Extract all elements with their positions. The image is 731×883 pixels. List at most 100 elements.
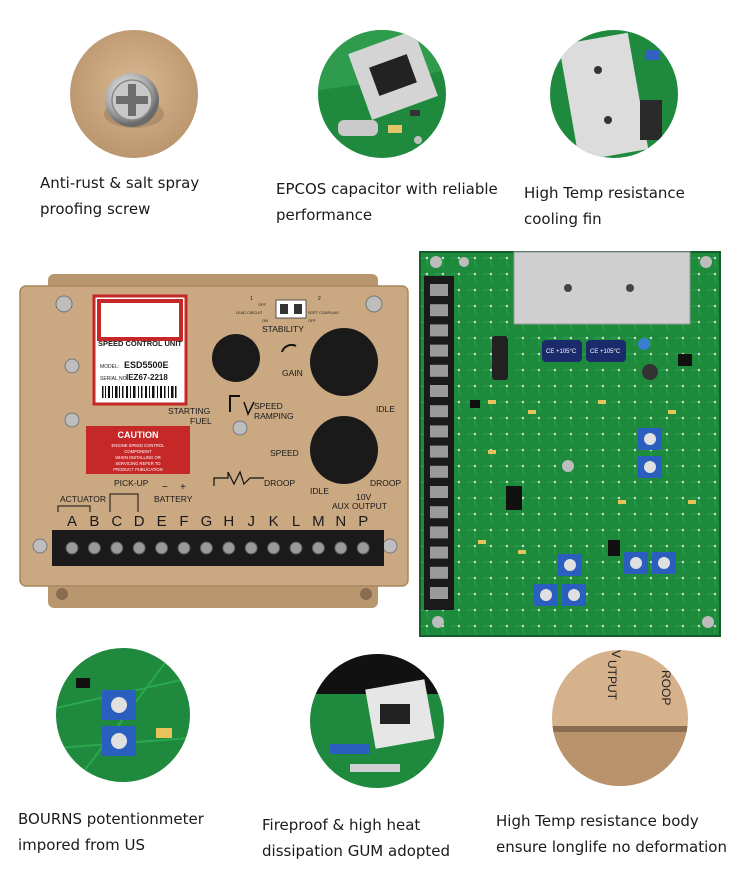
switch-off-label-2: OFF <box>308 318 317 323</box>
caption-line: EPCOS capacitor with reliable <box>276 180 498 198</box>
speed-ramping-label-2: RAMPING <box>254 411 294 421</box>
caution-title: CAUTION <box>118 430 159 440</box>
minus-label: − <box>162 482 168 493</box>
terminal-letter: E <box>157 513 167 530</box>
body-closeup-photo: ROOP UTPUT V <box>552 650 688 786</box>
circuit-board-photo: CE +105°C CE +105°C <box>418 250 724 638</box>
model-prefix: MODEL: <box>100 364 119 370</box>
speed-idle-droop-knob <box>310 416 378 484</box>
board-terminal-screw <box>430 486 448 498</box>
screw-closeup-photo <box>70 30 198 158</box>
gain-label: GAIN <box>282 368 303 378</box>
capacitor-label: CE +105°C <box>590 349 621 355</box>
body-text-1: ROOP <box>659 670 673 705</box>
board-terminal-screw <box>430 566 448 579</box>
terminal-screw <box>222 541 236 555</box>
caption-line: Fireproof & high heat <box>262 816 421 834</box>
terminal-screw <box>177 541 191 555</box>
board-terminal-screw <box>430 344 448 357</box>
cooling-fin-closeup-photo <box>550 30 678 158</box>
caption-line: ensure longlife no deformation <box>496 838 727 856</box>
idle-label: IDLE <box>376 404 395 414</box>
starting-fuel-knob <box>212 334 260 382</box>
heat-gum-closeup-photo <box>310 654 444 788</box>
fuel-label: FUEL <box>190 416 212 426</box>
board-terminal-screw <box>430 324 448 337</box>
terminal-screw <box>356 541 370 555</box>
feature-caption-body: High Temp resistance body ensure longlif… <box>496 808 727 860</box>
terminal-screw <box>65 541 79 555</box>
serial-value: IEZ67-2218 <box>126 373 168 382</box>
terminal-letter: H <box>223 513 234 530</box>
droop-terminal-label: DROOP <box>264 478 296 488</box>
board-terminal-screw <box>430 425 448 438</box>
board-terminal-screw <box>430 405 448 418</box>
terminal-letter: C <box>111 513 122 530</box>
terminal-letter: A <box>67 513 77 530</box>
speed-ramping-label-1: SPEED <box>254 401 283 411</box>
terminal-screw <box>155 541 169 555</box>
pickup-label: PICK-UP <box>114 478 149 488</box>
speed-control-unit-front-photo: SPEED CONTROL UNIT MODEL: ESD5500E SERIA… <box>14 272 414 612</box>
dip-switch-block: 1 OFF LEAD CIRCUIT ON 2 SOFT COUPLING OF… <box>236 296 339 323</box>
terminal-letter: N <box>335 513 346 530</box>
speed-label: SPEED <box>270 448 299 458</box>
terminal-screw <box>110 541 124 555</box>
potentiometer <box>534 428 676 606</box>
feature-caption-cooling-fin: High Temp resistance cooling fin <box>524 180 685 232</box>
feature-caption-heat-gum: Fireproof & high heat dissipation GUM ad… <box>262 812 450 864</box>
body-text-2: UTPUT <box>605 660 619 701</box>
idle-terminal-label: IDLE <box>310 486 329 496</box>
board-terminal-screw <box>430 445 448 458</box>
terminal-letter: P <box>358 513 368 530</box>
board-terminal-screw <box>430 364 448 377</box>
switch-off-label: OFF <box>258 302 267 307</box>
label-title: SPEED CONTROL UNIT <box>98 339 182 348</box>
caption-line: High Temp resistance <box>524 184 685 202</box>
terminal-letter: K <box>269 513 279 530</box>
caption-line: dissipation GUM adopted <box>262 842 451 860</box>
board-terminal-screw <box>430 465 448 478</box>
gain-stability-knob <box>310 328 378 396</box>
terminal-letter: G <box>201 513 213 530</box>
board-terminal-screw <box>430 526 448 539</box>
caution-line: PRODUCT PUBLICATION <box>113 467 162 472</box>
model-value: ESD5500E <box>124 360 169 370</box>
body-text-3: V <box>609 650 623 658</box>
caption-line: High Temp resistance body <box>496 812 699 830</box>
board-terminal-screw <box>430 385 448 397</box>
board-terminal-screw <box>430 304 448 317</box>
barcode <box>100 385 180 399</box>
aux-label: AUX <box>332 501 350 511</box>
caption-line: BOURNS potentionmeter <box>18 810 204 828</box>
terminal-screw <box>199 541 213 555</box>
caption-line: cooling fin <box>524 210 602 228</box>
switch-number-1: 1 <box>250 296 253 302</box>
droop-label: DROOP <box>370 478 402 488</box>
capacitor-closeup-photo <box>318 30 446 158</box>
terminal-letter: D <box>134 513 145 530</box>
board-terminal-screw <box>430 284 448 296</box>
caution-line: ENGINE SPEED CONTROL <box>111 443 165 448</box>
stability-label: STABILITY <box>262 324 304 334</box>
potentiometer-closeup-photo <box>56 648 190 782</box>
starting-label: STARTING <box>168 406 210 416</box>
lead-circuit-label: LEAD CIRCUIT <box>236 311 263 315</box>
terminal-screw <box>289 541 303 555</box>
switch-number-2: 2 <box>318 296 321 302</box>
actuator-label: ACTUATOR <box>60 494 106 504</box>
board-terminal-screw <box>430 506 448 519</box>
serial-prefix: SERIAL NO: <box>100 376 128 382</box>
terminal-screw <box>244 541 258 555</box>
terminal-letter: L <box>292 513 300 530</box>
switch-on-label: ON <box>262 318 268 323</box>
terminal-letter: J <box>247 513 255 530</box>
terminal-screw <box>132 541 146 555</box>
terminal-letter: B <box>89 513 99 530</box>
capacitor-label: CE +105°C <box>546 349 577 355</box>
caution-line: WHEN INSTALLING OR <box>115 455 161 460</box>
caption-line: proofing screw <box>40 200 151 218</box>
board-terminal-screw <box>430 546 448 559</box>
board-terminal-screw <box>430 587 448 599</box>
terminal-screw <box>311 541 325 555</box>
